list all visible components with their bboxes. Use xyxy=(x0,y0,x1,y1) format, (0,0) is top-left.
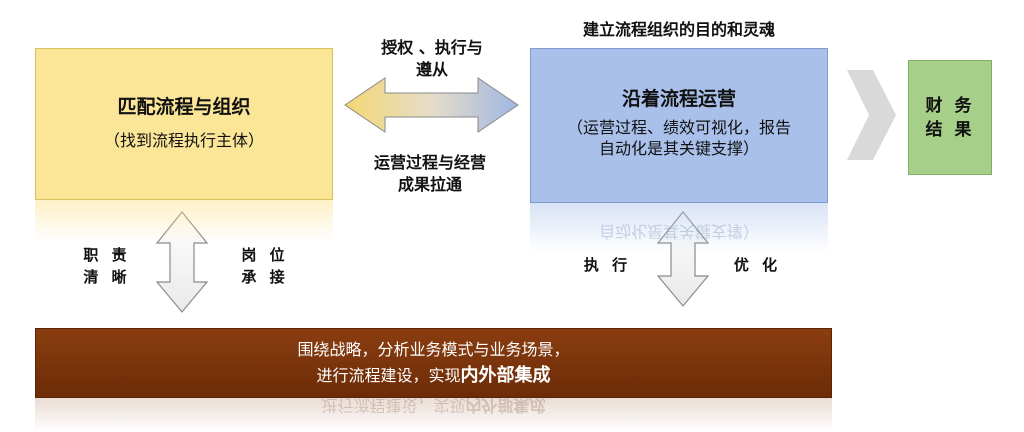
duty-clear-label: 职 责 清 晰 xyxy=(82,244,132,288)
center-bottom-label-line2: 成果拉通 xyxy=(397,175,462,194)
post-undertake-line2: 承 接 xyxy=(241,268,289,286)
purpose-title: 建立流程组织的目的和灵魂 xyxy=(582,20,775,39)
finance-result-box: 财 务 结 果 xyxy=(908,60,992,175)
chevron-arrow xyxy=(847,70,896,160)
center-bottom-label: 运营过程与经营 成果拉通 xyxy=(345,152,515,196)
bar-reflection-text: 进行流程建设，实现内外部集成 xyxy=(35,398,832,418)
center-top-label: 授权 、执行与 遵从 xyxy=(352,37,512,81)
left-box-subtitle: （找到流程执行主体） xyxy=(103,130,264,150)
operate-along-process-box: 沿着流程运营 （运营过程、绩效可视化，报告 自动化是其关键支撑） xyxy=(530,48,828,203)
bottom-bar-reflection: 进行流程建设，实现内外部集成 xyxy=(35,398,832,432)
horizontal-double-arrow xyxy=(344,77,519,133)
left-box-title: 匹配流程与组织 xyxy=(117,95,251,118)
right-box-reflection: 自动化是其关键支撑） xyxy=(530,203,828,253)
right-box-title: 沿着流程运营 xyxy=(621,88,736,110)
strategy-integration-bar: 围绕战略，分析业务模式与业务场景， 进行流程建设，实现内外部集成 xyxy=(35,328,832,398)
bar-line1: 围绕战略，分析业务模式与业务场景， xyxy=(297,340,570,359)
bar-line2: 进行流程建设，实现内外部集成 xyxy=(36,363,831,389)
finance-box-line1: 财 务 xyxy=(925,95,975,116)
duty-clear-line1: 职 责 xyxy=(83,246,131,264)
finance-box-line2: 结 果 xyxy=(925,119,975,140)
center-bottom-label-line1: 运营过程与经营 xyxy=(373,153,486,172)
bar-line2-bold: 内外部集成 xyxy=(460,365,551,386)
center-top-label-line1: 授权 、执行与 xyxy=(381,38,483,57)
post-undertake-label: 岗 位 承 接 xyxy=(240,244,290,288)
execute-label: 执 行 xyxy=(583,256,632,274)
optimize-label: 优 化 xyxy=(733,256,782,274)
right-box-reflection-text: 自动化是其关键支撑） xyxy=(598,222,759,241)
vertical-double-arrow-right xyxy=(656,211,710,307)
match-process-org-box: 匹配流程与组织 （找到流程执行主体） xyxy=(35,48,333,200)
left-box-reflection xyxy=(35,200,333,242)
right-box-subtitle-line2: 自动化是其关键支撑） xyxy=(598,139,759,158)
right-box-subtitle: （运营过程、绩效可视化，报告 自动化是其关键支撑） xyxy=(567,117,791,159)
duty-clear-line2: 清 晰 xyxy=(83,268,131,286)
bar-reflection-plain: 进行流程建设，实现 xyxy=(321,398,466,415)
post-undertake-line1: 岗 位 xyxy=(241,246,289,264)
right-box-subtitle-line1: （运营过程、绩效可视化，报告 xyxy=(566,118,791,137)
bar-line2-plain: 进行流程建设，实现 xyxy=(316,366,461,385)
bar-reflection-bold: 内外部集成 xyxy=(465,398,546,415)
center-top-label-line2: 遵从 xyxy=(415,60,448,79)
